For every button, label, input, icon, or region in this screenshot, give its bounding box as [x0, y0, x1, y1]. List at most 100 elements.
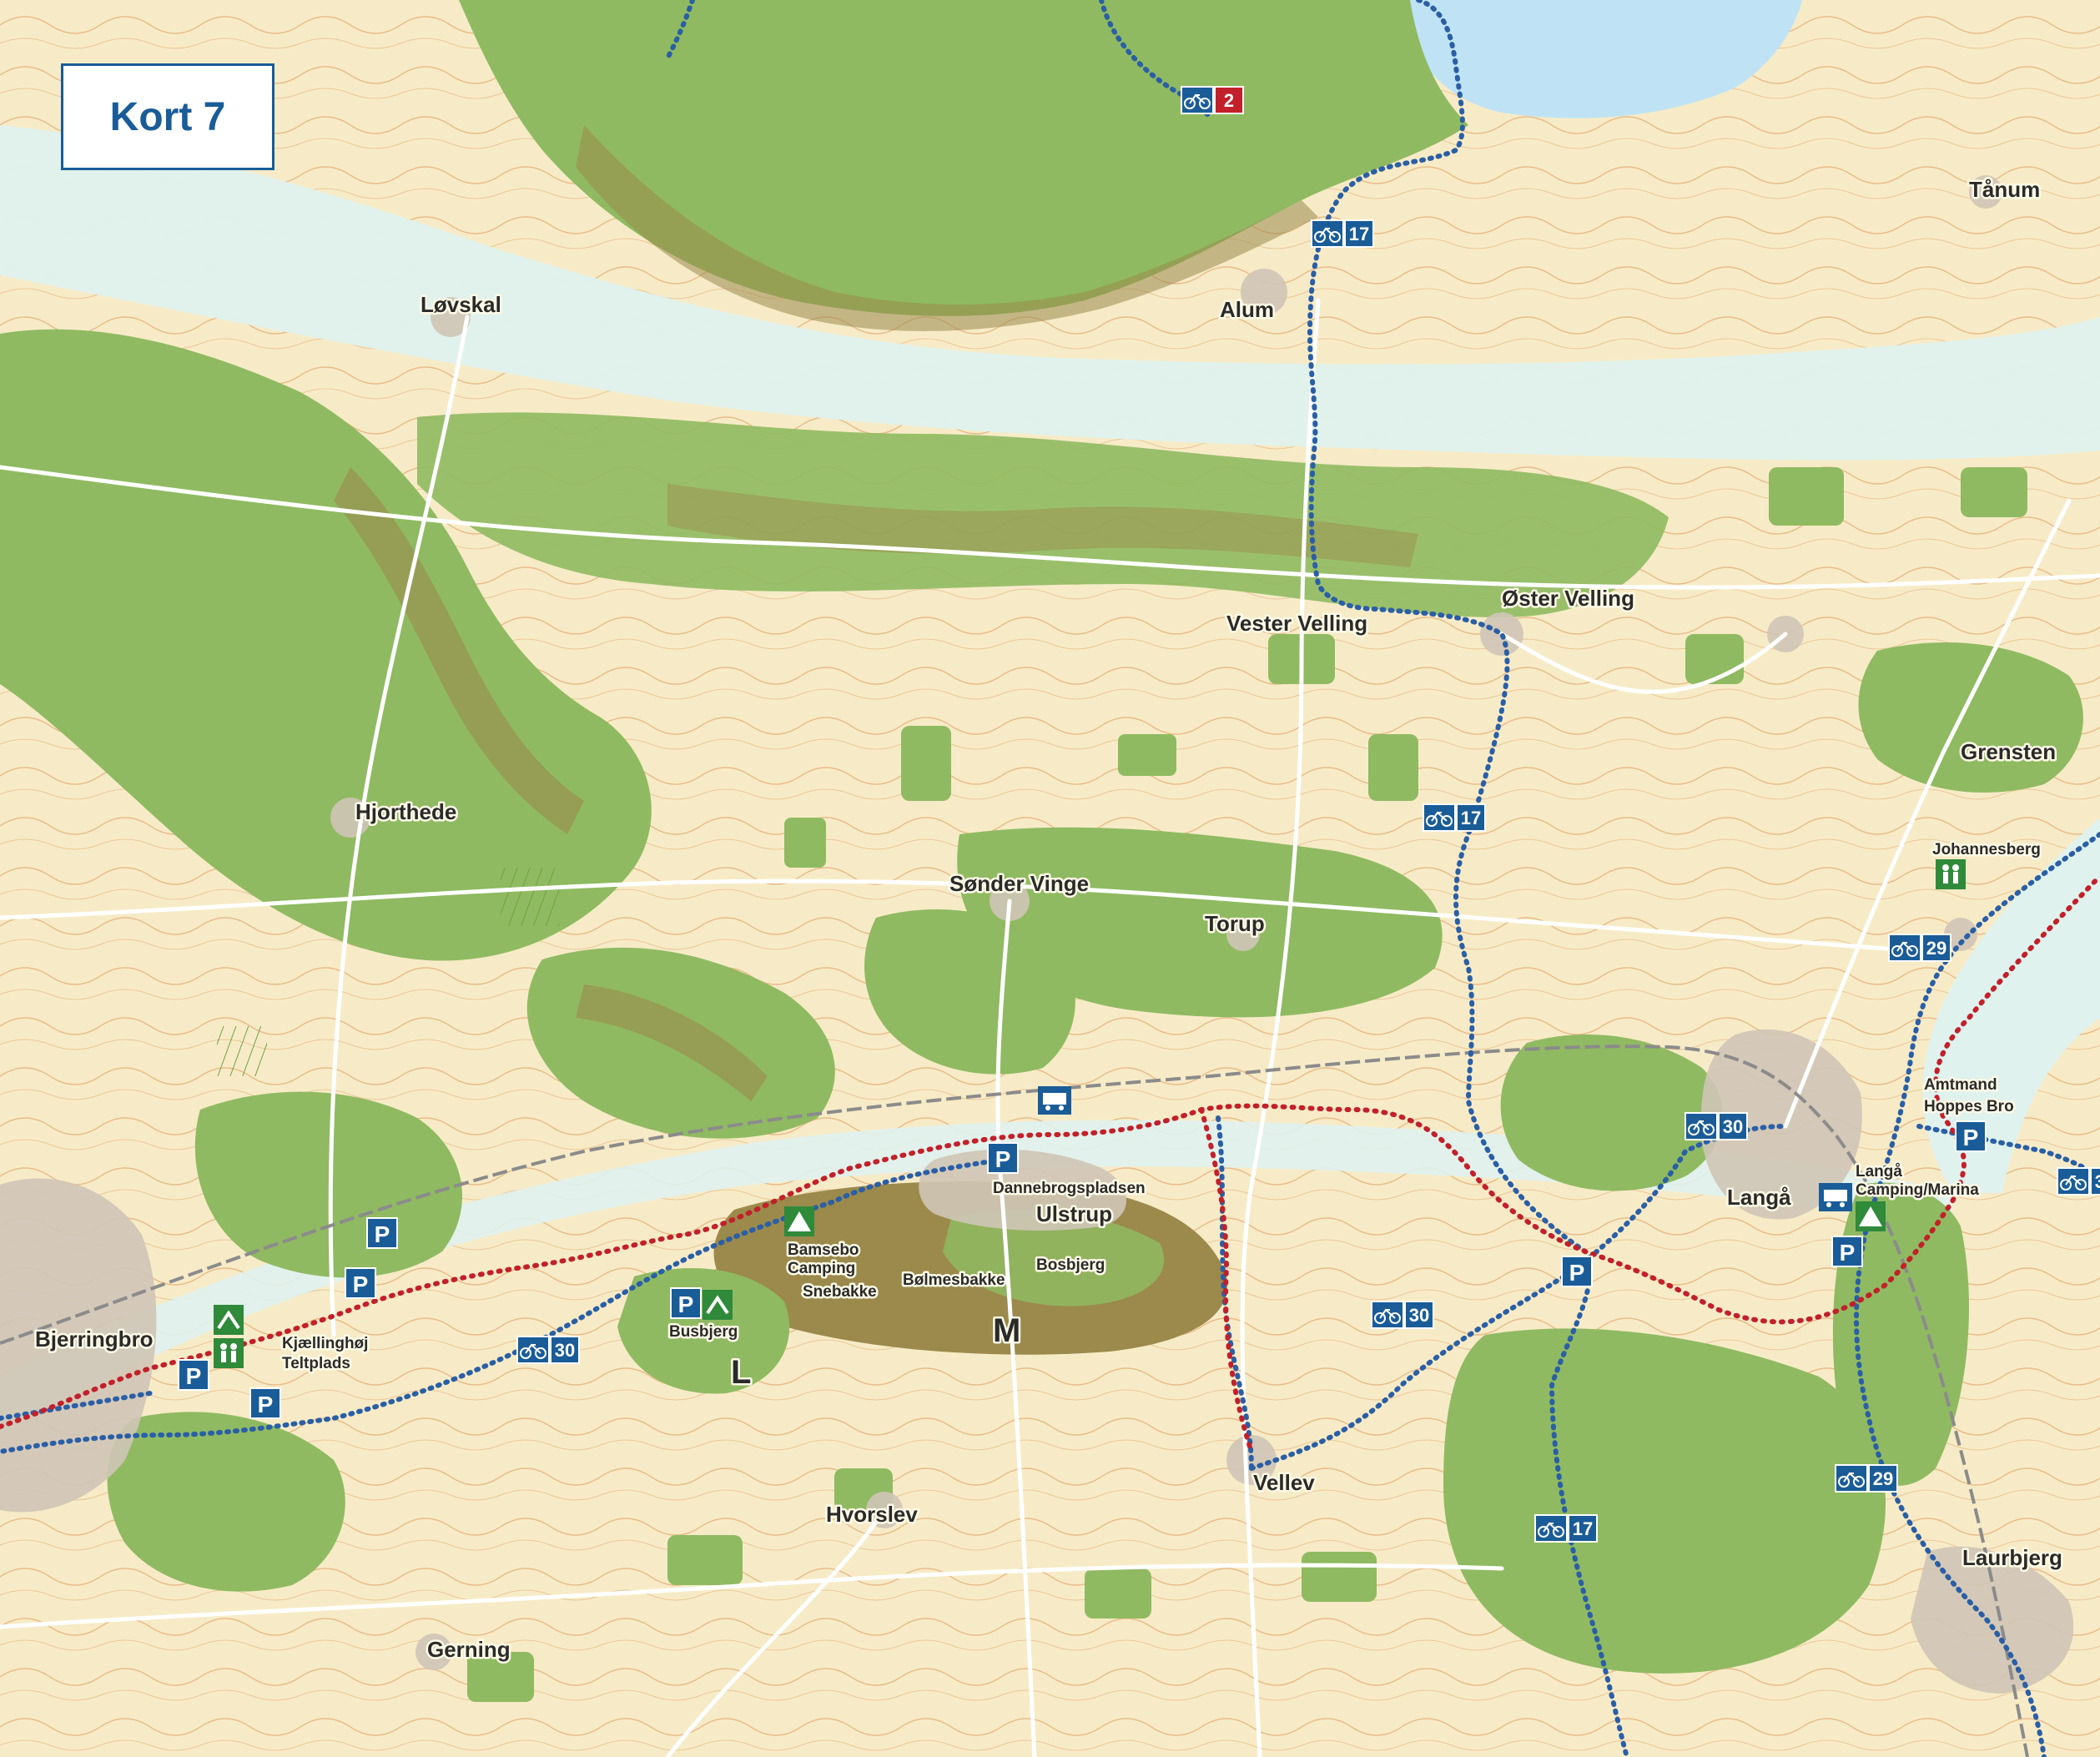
route-number: 30 [2095, 1171, 2100, 1192]
label-bjerringbro: Bjerringbro [35, 1327, 154, 1352]
route-number: 30 [1723, 1116, 1743, 1137]
route-number: 2 [1224, 90, 1234, 111]
parking-letter: P [1569, 1260, 1585, 1286]
label-hvorslev: Hvorslev [826, 1502, 918, 1527]
parking-sign: P [178, 1359, 209, 1391]
label-torup: Torup [1205, 911, 1265, 936]
bicycle-icon [1538, 1522, 1564, 1538]
forest-sonder-vinge [864, 909, 1075, 1075]
forest-east-langa [1500, 1035, 1723, 1191]
forest-central-belt [417, 412, 1669, 617]
label-langa: Langå [1727, 1185, 1791, 1210]
bicycle-icon [1426, 811, 1453, 827]
parking-letter: P [1840, 1240, 1856, 1266]
place-labels: Tånum Løvskal Alum Vester Velling Øster … [33, 175, 2065, 1664]
map-title: Kort 7 [109, 94, 226, 139]
parking-sign: P [670, 1287, 702, 1319]
route-badge-r2: 2 [1181, 86, 1244, 114]
label-vellev: Vellev [1253, 1470, 1315, 1495]
parking-sign: P [345, 1267, 376, 1299]
route-badge-r29b: 29 [1835, 1464, 1898, 1493]
parking-sign: P [1955, 1120, 1987, 1152]
hedgerow-area [501, 868, 559, 926]
label-lovskal: Løvskal [421, 292, 501, 317]
forest-mid-hills [576, 984, 768, 1101]
route-number: 17 [1573, 1518, 1593, 1539]
train-icon [1038, 1086, 1071, 1115]
route-badge-r17c: 17 [1534, 1514, 1598, 1543]
parking-letter: P [995, 1146, 1011, 1172]
bicycle-icon [1184, 93, 1211, 109]
label-bamsebo-1: Bamsebo [788, 1241, 859, 1259]
bicycle-icon [1374, 1308, 1401, 1324]
lake-water [1393, 0, 1802, 118]
forest-south-east [1443, 1328, 1886, 1674]
parking-sign: P [987, 1142, 1019, 1174]
area-letter-l: L [731, 1354, 751, 1391]
label-hjorthede: Hjorthede [355, 799, 456, 824]
hiking-route [0, 873, 2100, 1429]
label-dannebrogspladsen: Dannebrogspladsen [993, 1180, 1146, 1197]
bicycle-icon [1891, 941, 1918, 957]
route-badge-r30c: 30 [1685, 1112, 1748, 1140]
tent-icon [784, 1206, 814, 1236]
forest-east-grensten [1858, 642, 2083, 793]
forest-north-band-dark [576, 125, 1318, 331]
railway-line [0, 1045, 2029, 1757]
gudenaa-meadow [1922, 818, 2100, 1193]
toilet-icon [214, 1338, 244, 1368]
label-laurbjerg: Laurbjerg [1962, 1545, 2062, 1570]
map-title-box: Kort 7 [61, 63, 274, 170]
bicycle-icon [520, 1343, 546, 1359]
forest-east-river [1832, 1182, 1969, 1486]
route-badge-r17a: 17 [1311, 219, 1374, 248]
toilet-icon [1936, 859, 1966, 889]
label-tanum: Tånum [1969, 177, 2040, 202]
label-hoppes-bro: Hoppes Bro [1924, 1098, 2014, 1115]
label-snebakke: Snebakke [803, 1283, 877, 1301]
parking-letter: P [375, 1221, 390, 1247]
north-meadow-valley [0, 125, 2100, 461]
parking-letter: P [186, 1363, 202, 1389]
forest-west-hills [334, 467, 584, 834]
bicycle-icon [1314, 227, 1341, 243]
label-grensten: Grensten [1961, 739, 2056, 764]
label-langa-camping-2: Camping/Marina [1856, 1181, 1979, 1199]
route-badge-r29a: 29 [1888, 934, 1951, 962]
parking-sign: P [249, 1387, 281, 1419]
route-badge-r30b: 30 [1371, 1301, 1434, 1329]
label-gerning: Gerning [427, 1637, 511, 1662]
hedgerow-area-2 [217, 1026, 267, 1076]
label-langa-camping-1: Langå [1856, 1163, 1902, 1181]
bicycle-icon [1688, 1120, 1715, 1135]
tent-icon [1856, 1201, 1886, 1231]
parking-sign: P [1561, 1256, 1593, 1287]
route-badge-r30a: 30 [516, 1336, 580, 1364]
busbjerg-forest [617, 1268, 790, 1394]
label-vester-velling: Vester Velling [1226, 611, 1367, 636]
forest-south-west [107, 1412, 345, 1592]
route-number: 30 [1409, 1305, 1429, 1326]
parking-letter: P [353, 1271, 369, 1297]
label-busbjerg: Busbjerg [669, 1323, 738, 1341]
shelter-icon [214, 1305, 244, 1335]
parking-letter: P [258, 1392, 274, 1417]
route-number: 29 [1926, 938, 1946, 959]
label-bamsebo-2: Camping [788, 1260, 855, 1277]
label-johannesberg: Johannesberg [1932, 841, 2041, 858]
amenity-signs [214, 859, 1966, 1368]
label-oster-velling: Øster Velling [1502, 586, 1634, 611]
label-sonder-vinge: Sønder Vinge [949, 871, 1089, 896]
shelter-icon [703, 1290, 733, 1320]
label-alum: Alum [1220, 297, 1274, 322]
parking-letter: P [678, 1291, 694, 1317]
parking-sign: P [366, 1217, 398, 1249]
route-badge-r30d: 30 [2057, 1167, 2100, 1196]
bicycle-icon [1838, 1472, 1865, 1488]
ulstrup-forest [943, 1210, 1165, 1306]
label-amtmand: Amtmand [1924, 1076, 1997, 1094]
hiking-route-loop [1199, 1107, 1254, 1454]
bicycle-icon [2060, 1175, 2087, 1191]
route-badges: 2171717292930303030 [516, 86, 2100, 1543]
